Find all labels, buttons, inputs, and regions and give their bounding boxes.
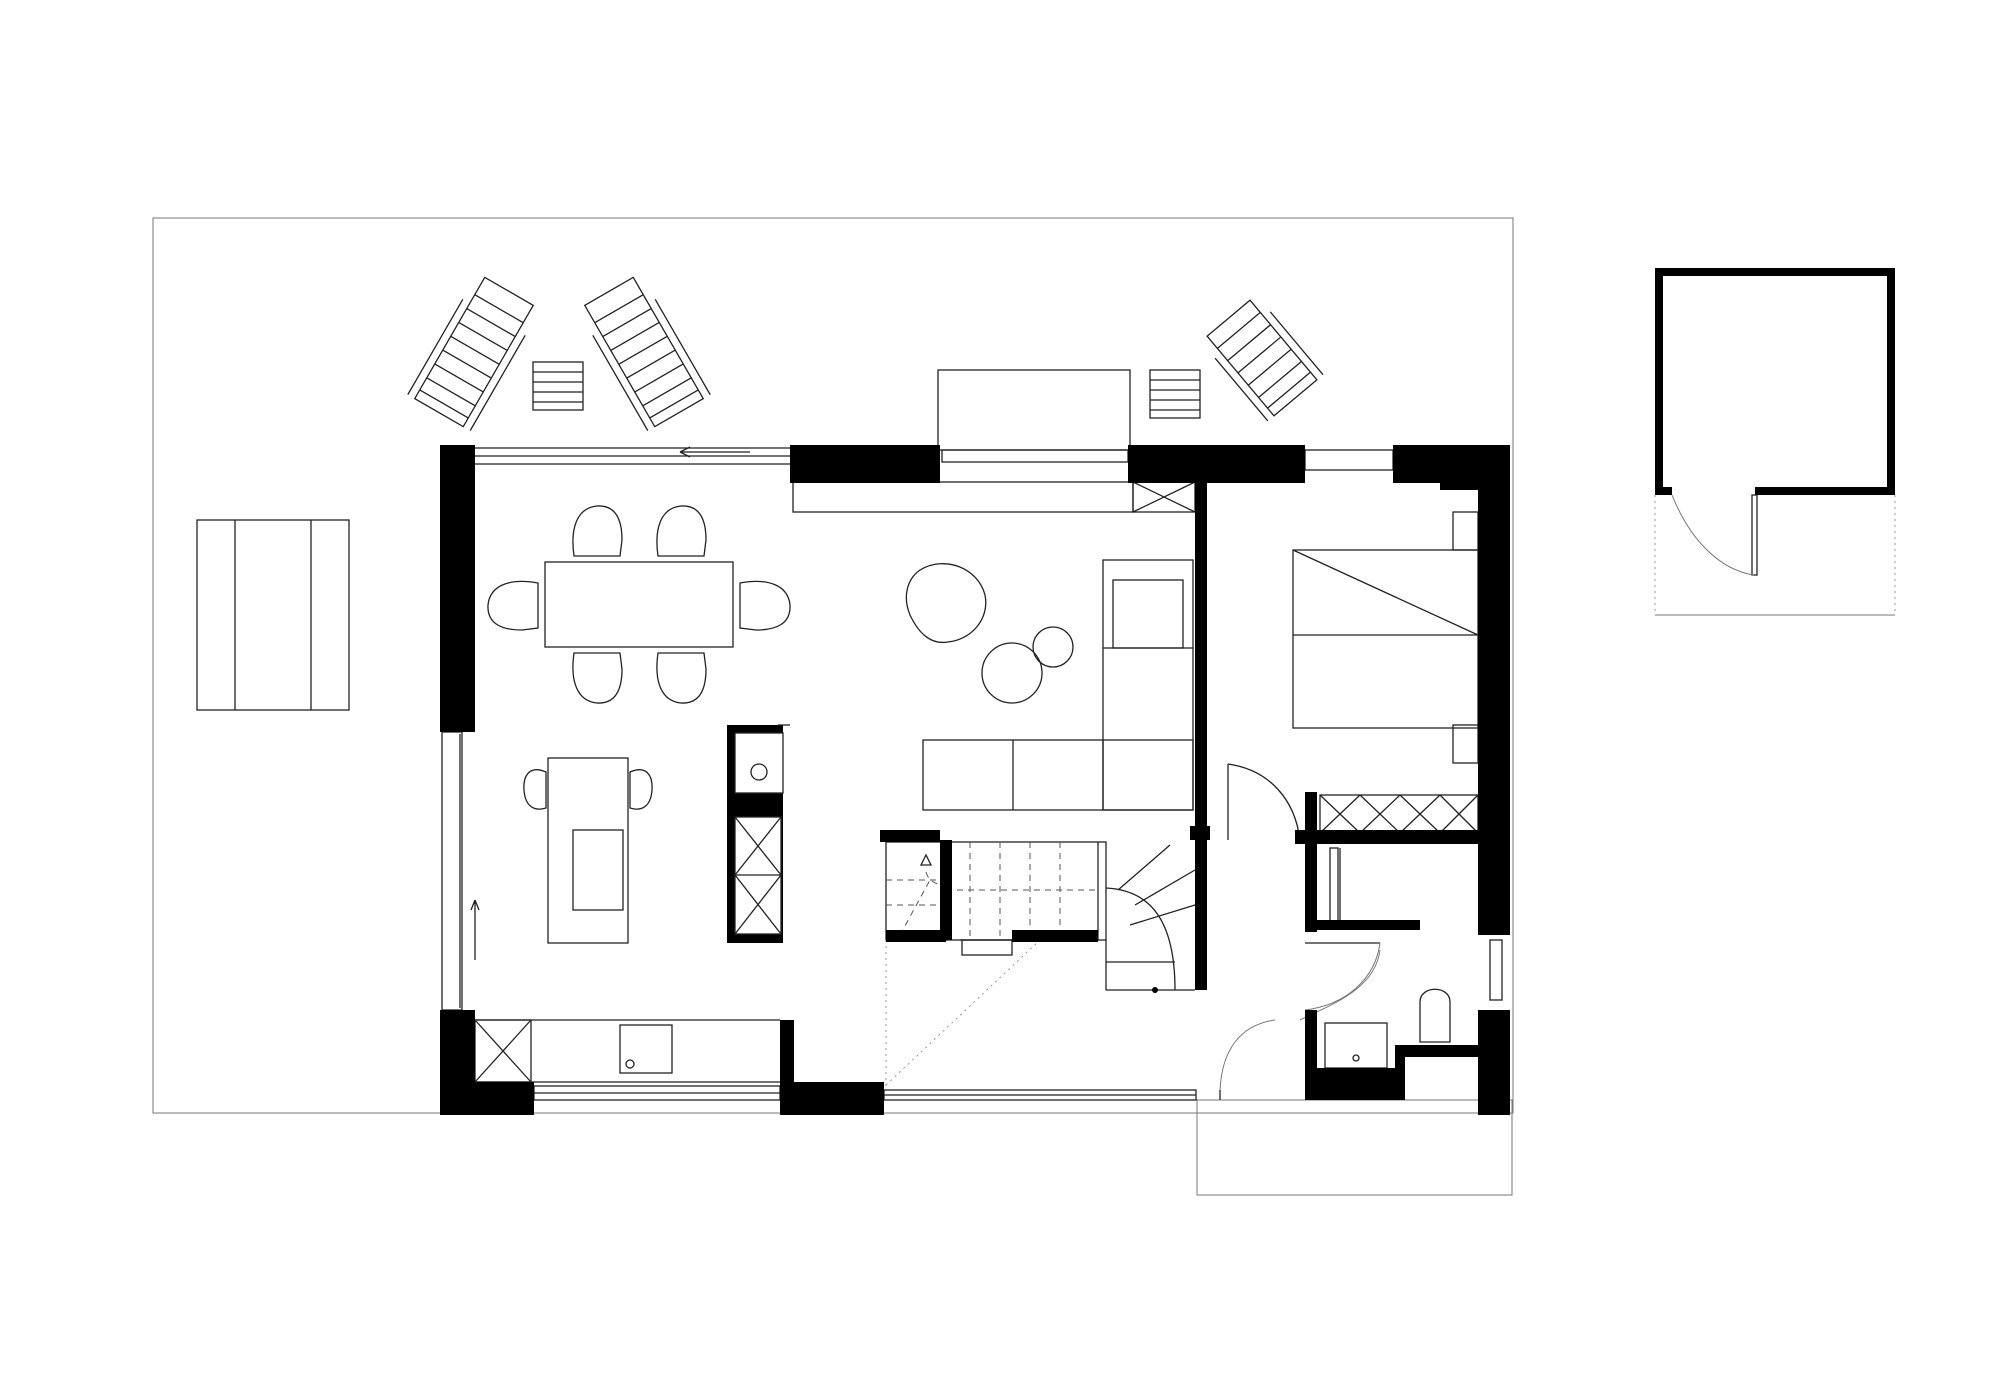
bathroom-door bbox=[1304, 942, 1381, 1011]
dining-chair bbox=[656, 652, 707, 704]
shower bbox=[1329, 847, 1341, 924]
coffee-table bbox=[1032, 626, 1074, 668]
deck-chair bbox=[1206, 299, 1324, 422]
entrance-porch bbox=[1196, 1099, 1513, 1196]
side-table bbox=[532, 361, 584, 411]
kitchen-island bbox=[547, 757, 629, 944]
dining-chair bbox=[572, 652, 623, 704]
entrance-door bbox=[1219, 763, 1381, 1100]
nightstand bbox=[1452, 511, 1479, 551]
nightstand bbox=[1452, 724, 1479, 764]
toilet bbox=[1419, 988, 1451, 1043]
deck-chair bbox=[583, 276, 711, 431]
dining-chair bbox=[739, 580, 791, 631]
wardrobe bbox=[1319, 794, 1479, 834]
terrace-outline bbox=[152, 217, 1514, 1114]
dining-chair bbox=[572, 505, 623, 557]
dining-chair bbox=[656, 505, 707, 557]
washbasin bbox=[1324, 1022, 1388, 1069]
coffee-table bbox=[981, 642, 1043, 704]
garden-shed bbox=[1654, 268, 1896, 616]
walls bbox=[440, 445, 1510, 1115]
dining-chair bbox=[487, 580, 539, 631]
shed-door bbox=[1671, 494, 1758, 576]
bar-stool bbox=[523, 769, 547, 810]
double-bed bbox=[1292, 549, 1479, 729]
side-table bbox=[1149, 369, 1201, 419]
bar-stool bbox=[629, 769, 653, 810]
garden-bench bbox=[196, 519, 350, 711]
window-glazing bbox=[441, 446, 1503, 1101]
dining-table bbox=[544, 561, 734, 648]
planter-bench bbox=[937, 369, 1131, 451]
fridge-column bbox=[727, 725, 784, 943]
deck-chair bbox=[407, 276, 535, 431]
armchair bbox=[905, 563, 987, 644]
kitchen-counter bbox=[474, 481, 1196, 1083]
l-shaped-sofa bbox=[922, 559, 1194, 811]
staircase bbox=[885, 841, 1196, 1090]
